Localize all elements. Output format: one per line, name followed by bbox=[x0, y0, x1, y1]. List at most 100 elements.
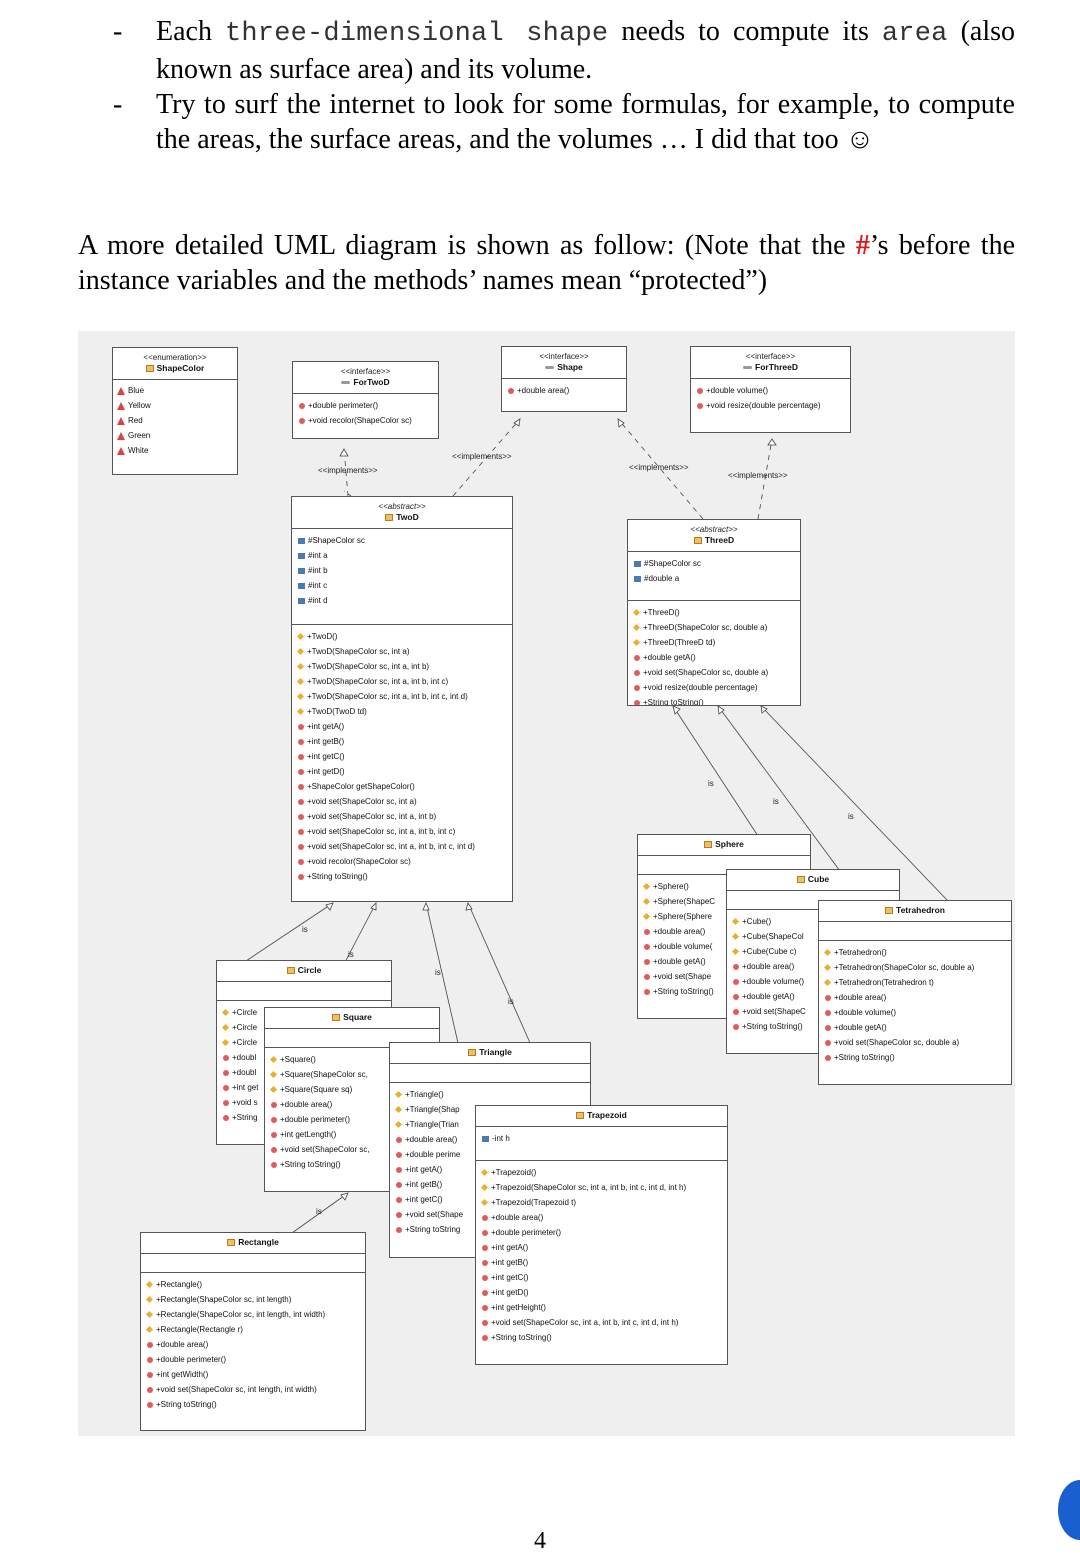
class-name: Trapezoid bbox=[587, 1110, 627, 1120]
method: +void set(Shape bbox=[653, 972, 712, 981]
method: +int getB() bbox=[491, 1258, 529, 1267]
constructor: +Square(Square sq) bbox=[280, 1085, 353, 1094]
constructor: +Trapezoid() bbox=[491, 1168, 537, 1177]
public-method-icon bbox=[482, 1289, 488, 1296]
method: +void set(ShapeColor sc, bbox=[280, 1145, 370, 1154]
public-method-icon bbox=[223, 1054, 229, 1061]
public-method-icon bbox=[271, 1101, 277, 1108]
public-method-icon bbox=[482, 1274, 488, 1281]
method: +double volume( bbox=[653, 942, 713, 951]
stereotype: <<abstract>> bbox=[378, 502, 426, 511]
public-method-icon bbox=[147, 1356, 153, 1363]
constructor-icon bbox=[296, 648, 305, 656]
public-method-icon bbox=[299, 417, 305, 424]
public-method-icon bbox=[825, 1024, 831, 1031]
public-method-icon bbox=[733, 963, 739, 970]
constructor: +TwoD(TwoD td) bbox=[307, 707, 367, 716]
constructor-icon bbox=[269, 1086, 278, 1094]
enum-icon bbox=[117, 416, 125, 425]
method: +void resize(double percentage) bbox=[643, 683, 758, 692]
method: +void set(ShapeColor sc, int a) bbox=[307, 797, 417, 806]
stereotype: <<interface>> bbox=[745, 352, 796, 361]
method: +double getA() bbox=[742, 992, 795, 1001]
method: +int getC() bbox=[491, 1273, 529, 1282]
shape-interface-box: <<interface>>Shape +double area() bbox=[501, 346, 627, 412]
is-label: is bbox=[508, 997, 514, 1006]
public-method-icon bbox=[733, 978, 739, 985]
constructor: +Tetrahedron(Tetrahedron t) bbox=[834, 978, 934, 987]
constructor: +Square() bbox=[280, 1055, 316, 1064]
public-method-icon bbox=[825, 994, 831, 1001]
public-method-icon bbox=[223, 1114, 229, 1121]
constructor-icon bbox=[221, 1039, 230, 1047]
method: +double volume() bbox=[742, 977, 805, 986]
enum-item: Green bbox=[128, 431, 151, 440]
public-method-icon bbox=[644, 958, 650, 965]
public-method-icon bbox=[298, 873, 304, 880]
public-method-icon bbox=[482, 1259, 488, 1266]
floating-action-button[interactable] bbox=[1058, 1480, 1080, 1540]
class-name: Square bbox=[343, 1012, 372, 1022]
field-icon bbox=[298, 597, 305, 604]
constructor-icon bbox=[823, 949, 832, 957]
constructor: +ThreeD(ThreeD td) bbox=[643, 638, 716, 647]
method: +void resize(double percentage) bbox=[706, 401, 821, 410]
method: +String toString() bbox=[280, 1160, 341, 1169]
public-method-icon bbox=[634, 699, 640, 705]
enum-icon bbox=[117, 401, 125, 410]
method: +void s bbox=[232, 1098, 258, 1107]
constructor-icon bbox=[145, 1326, 154, 1334]
class-icon bbox=[227, 1239, 236, 1247]
hash-symbol: # bbox=[855, 230, 870, 261]
public-method-icon bbox=[644, 973, 650, 980]
constructor-icon bbox=[269, 1056, 278, 1064]
field-icon bbox=[298, 537, 305, 544]
method: +String toString() bbox=[643, 698, 704, 706]
method: +double area() bbox=[156, 1340, 209, 1349]
method: +int getLength() bbox=[280, 1130, 337, 1139]
public-method-icon bbox=[508, 387, 514, 394]
method: +double area() bbox=[742, 962, 795, 971]
method: +String toString() bbox=[156, 1400, 217, 1409]
constructor: +Sphere(ShapeC bbox=[653, 897, 716, 906]
enum-icon bbox=[117, 446, 125, 455]
field-icon bbox=[298, 552, 305, 559]
class-name: ShapeColor bbox=[156, 363, 205, 373]
constructor: +TwoD(ShapeColor sc, int a, int b, int c… bbox=[307, 692, 468, 701]
class-name: TwoD bbox=[396, 512, 419, 522]
shapecolor-enum-box: <<enumeration>>ShapeColor Blue Yellow Re… bbox=[112, 347, 238, 475]
constructor: +Circle bbox=[232, 1038, 258, 1047]
public-method-icon bbox=[147, 1371, 153, 1378]
class-icon bbox=[332, 1014, 341, 1022]
is-label: is bbox=[773, 797, 779, 806]
constructor: +Triangle(Shap bbox=[405, 1105, 460, 1114]
public-method-icon bbox=[298, 723, 304, 730]
class-icon bbox=[468, 1049, 477, 1057]
constructor: +TwoD(ShapeColor sc, int a, int b) bbox=[307, 662, 430, 671]
method: +String toString() bbox=[307, 872, 368, 881]
class-name: Shape bbox=[557, 362, 583, 372]
method: +void set(ShapeColor sc, int a, int b) bbox=[307, 812, 437, 821]
public-method-icon bbox=[396, 1211, 402, 1218]
field: #int d bbox=[308, 596, 328, 605]
public-method-icon bbox=[644, 943, 650, 950]
constructor: +TwoD() bbox=[307, 632, 338, 641]
constructor-icon bbox=[632, 609, 641, 617]
is-label: is bbox=[316, 1207, 322, 1216]
constructor: +Cube(ShapeCol bbox=[742, 932, 804, 941]
rectangle-class-box: Rectangle +Rectangle() +Rectangle(ShapeC… bbox=[140, 1232, 366, 1431]
constructor-icon bbox=[394, 1121, 403, 1129]
method: +double volume() bbox=[834, 1008, 897, 1017]
class-name: Tetrahedron bbox=[896, 905, 945, 915]
constructor-icon bbox=[145, 1311, 154, 1319]
stereotype: <<interface>> bbox=[340, 367, 391, 376]
public-method-icon bbox=[634, 669, 640, 676]
method: +void set(ShapeColor sc, int length, int… bbox=[156, 1385, 317, 1394]
public-method-icon bbox=[147, 1401, 153, 1408]
is-label: is bbox=[848, 812, 854, 821]
enum-item: Blue bbox=[128, 386, 145, 395]
field-icon bbox=[482, 1135, 489, 1142]
field-icon bbox=[634, 560, 641, 567]
method: +double perimeter() bbox=[308, 401, 379, 410]
is-label: is bbox=[708, 779, 714, 788]
